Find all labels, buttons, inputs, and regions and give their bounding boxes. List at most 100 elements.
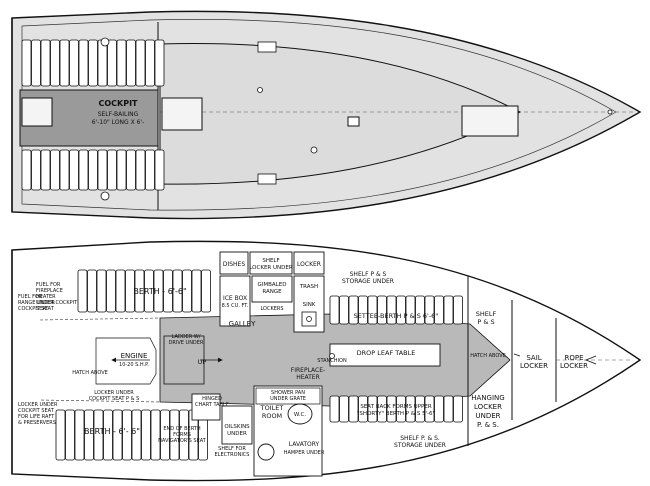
label-shelf-ps-1: SHELF (476, 310, 497, 318)
label-ladder-2: DRIVE UNDER (169, 340, 204, 346)
cushion-segment (31, 149, 41, 191)
cushion-segment (88, 149, 98, 191)
cushion-segment (367, 395, 378, 423)
label-end-berth-3: NAVIGATOR'S SEAT (158, 438, 207, 444)
settee-cushions-stbd (329, 395, 463, 423)
cockpit-outline-dashed (39, 317, 161, 403)
label-shower-2: UNDER GRATE (270, 396, 306, 402)
label-rope-locker-1: ROPE (564, 354, 583, 362)
cushion-segment (169, 409, 180, 461)
cushion-segment (97, 149, 108, 191)
cushion-segment (424, 295, 435, 325)
dorade-vent-port (257, 41, 277, 53)
label-berth-port: BERTH - 6'-6" (133, 287, 186, 296)
cushion-segment (122, 409, 132, 461)
label-toilet-2: ROOM (262, 412, 282, 420)
label-up: UP (198, 358, 207, 366)
cushion-segment (40, 149, 51, 191)
label-shower-1: SHOWER PAN (271, 390, 305, 396)
engine-outline (95, 337, 157, 385)
cushion-segment (367, 295, 378, 325)
cushion-segment (126, 149, 136, 191)
cushion-segment (424, 395, 435, 423)
cockpit-title: COCKPIT (98, 99, 138, 108)
cockpit-line2: 6'-10" LONG X 6'- (92, 119, 144, 126)
cushion-segment (141, 409, 151, 461)
deck-fitting (607, 109, 613, 115)
icebox-block (219, 275, 251, 327)
shelf-locker (249, 251, 293, 275)
cushion-segment (21, 149, 32, 191)
cushion-segment (386, 295, 397, 325)
label-shelf-locker-2: LOCKER UNDER (249, 265, 293, 271)
cushion-segment (453, 295, 463, 325)
cushion-segment (415, 395, 425, 423)
label-hanging-4: P. & S. (477, 421, 499, 429)
label-lavatory-1: LAVATORY (289, 441, 320, 448)
berth-cushions-stbd-aft (55, 409, 208, 461)
label-lockers: LOCKERS (260, 306, 283, 312)
chart-table (191, 393, 221, 421)
label-fuel-fireplace-1: FUEL FOR (36, 282, 61, 288)
label-lavatory-2: HAMPER UNDER (284, 450, 325, 456)
locker-box (293, 251, 325, 275)
label-hanging-2: LOCKER (474, 403, 502, 411)
cushion-segment (74, 409, 85, 461)
label-shelf-storage-top-2: STORAGE UNDER (342, 278, 394, 285)
label-ladder-1: LADDER W/ (172, 334, 201, 340)
label-sink: SINK (303, 302, 316, 308)
label-locker-cockpit-2: COCKPIT SEAT P & S (89, 396, 140, 402)
label-end-berth-1: END OF BERTH (163, 426, 200, 432)
label-fireplace-1: FIREPLACE- (291, 367, 325, 374)
label-dishes: DISHES (223, 261, 246, 268)
cushion-segment (348, 395, 359, 423)
cushion-segment (191, 269, 202, 313)
engine-box-sole (163, 335, 205, 385)
label-shelf-ps-2: P & S (477, 318, 494, 326)
lavatory-basin (257, 443, 275, 461)
label-fuel-fireplace-5: SEAT (36, 306, 49, 312)
label-icebox-2: 8.5 CU. FT. (222, 303, 249, 309)
cushion-segment (405, 395, 416, 423)
cushion-segment (144, 269, 154, 313)
companionway-hatch (161, 97, 203, 131)
cushion-segment (125, 269, 135, 313)
cushion-segment (443, 395, 454, 423)
cushion-segment (348, 295, 359, 325)
cushion-segment (201, 269, 211, 313)
cushion-segment (145, 149, 155, 191)
cushion-segment (453, 395, 463, 423)
winch-port (100, 37, 110, 47)
dorade-vent-stbd (257, 173, 277, 185)
cushion-segment (103, 409, 113, 461)
cushion-segment (87, 269, 97, 313)
label-engine-1: ENGINE (121, 352, 148, 360)
cushion-segment (377, 295, 387, 325)
cushion-segment (59, 39, 70, 87)
label-shelf-storage-bot-1: SHELF P. & S. (400, 435, 440, 442)
cushion-segment (377, 395, 387, 423)
arrow-icon (513, 353, 521, 357)
cushion-segment (150, 409, 161, 461)
cushion-segment (154, 149, 165, 191)
label-shelf-electronics-1: SHELF FOR (218, 446, 246, 452)
deck-fitting (257, 87, 263, 93)
cushion-segment (78, 149, 89, 191)
label-engine-2: 10-20 S.H.P. (119, 362, 149, 368)
cushion-segment (116, 39, 127, 87)
label-gimbaled-1: GIMBALED (258, 282, 287, 288)
label-sail-locker-1: SAIL (526, 354, 541, 362)
cushion-segment (358, 295, 368, 325)
cushion-segment (145, 39, 155, 87)
cushion-segment (434, 395, 444, 423)
cushion-segment (97, 39, 108, 87)
label-berth-stbd: BERTH - 6'- 6" (84, 427, 140, 436)
cushion-segment (339, 295, 349, 325)
label-fuel-fireplace-4: UNDER COCKPIT (36, 300, 78, 306)
label-rope-locker-2: LOCKER (560, 362, 588, 370)
cushion-segment (21, 39, 32, 87)
interior-plan: BERTH - 6'-6" BERTH - 6'- 6" DISHES SHEL… (11, 240, 642, 482)
cushion-segment (31, 39, 41, 87)
label-fuel-range-2: RANGE UNDER (18, 300, 55, 306)
